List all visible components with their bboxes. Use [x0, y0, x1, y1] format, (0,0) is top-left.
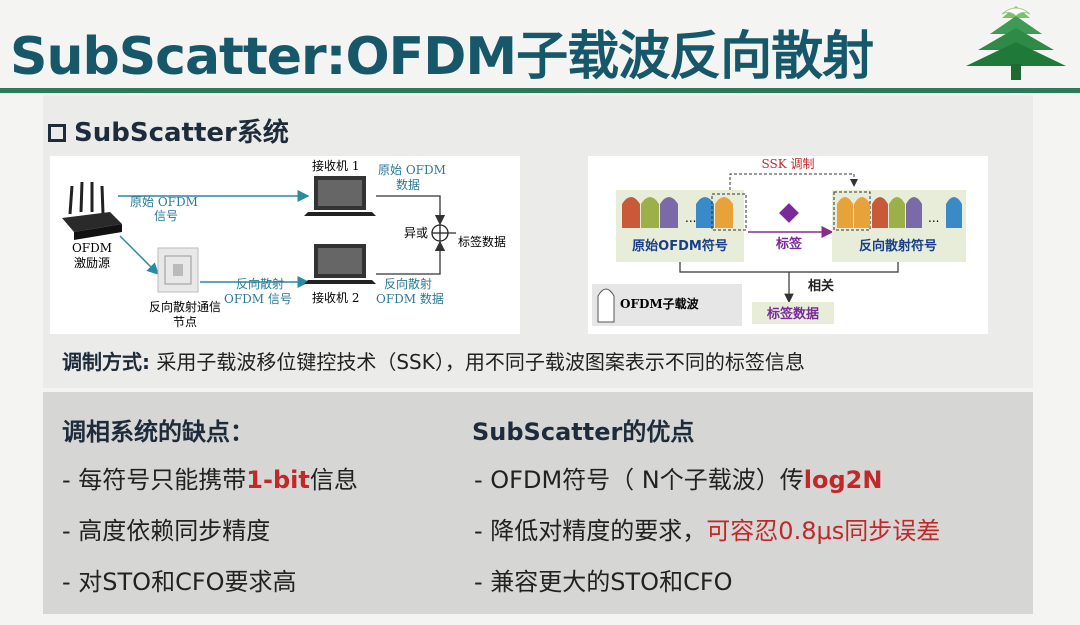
drawback-item-2: - 高度依赖同步精度	[62, 517, 271, 545]
correlate-bracket	[679, 262, 899, 273]
laptop-2-icon	[304, 244, 376, 284]
subcarrier-legend-icon	[597, 288, 615, 323]
ellipsis-2: ...	[928, 211, 939, 225]
comparison-panel	[43, 392, 1033, 614]
correlate-label: 相关	[808, 278, 834, 294]
xor-icon	[431, 224, 449, 242]
checkbox-bullet-icon	[48, 124, 66, 142]
xor-label: 异或	[404, 226, 428, 240]
ssk-arrow	[729, 173, 858, 190]
modulation-line: 调制方式: 采用子载波移位键控技术（SSK），用不同子载波图案表示不同的标签信息	[62, 346, 805, 375]
router-icon	[62, 181, 122, 240]
bs-signal-label-2: OFDM 信号	[224, 292, 292, 306]
original-symbol-label: 原始OFDM符号	[632, 238, 728, 254]
bs-signal-label: 反向散射	[236, 276, 284, 291]
backscatter-symbol-label: 反向散射符号	[859, 238, 937, 254]
advantage-item-2: - 降低对精度的要求，可容忍0.8μs同步误差	[474, 517, 941, 545]
ssk-label: SSK 调制	[761, 157, 814, 171]
tag-chip-icon	[779, 203, 799, 223]
orig-data-label: 原始 OFDM	[378, 163, 446, 177]
tag-data-box	[752, 302, 834, 324]
tag-data-label: 标签数据	[458, 234, 506, 249]
receiver-1-label: 接收机 1	[312, 158, 359, 173]
legend-label: OFDM子载波	[620, 296, 700, 311]
system-diagram: OFDM 激励源 原始 OFDM 信号 反向散射通信 节点 反向散射 OFDM …	[50, 156, 520, 334]
bs-data-label-2: OFDM 数据	[376, 291, 444, 306]
drawback-item-1: - 每符号只能携带1-bit信息	[62, 466, 358, 494]
tag-data-output: 标签数据	[766, 306, 819, 322]
ellipsis-1: ...	[685, 211, 696, 225]
advantages-title: SubScatter的优点	[472, 418, 695, 446]
modulation-label: 调制方式:	[62, 350, 150, 374]
advantage-item-1: - OFDM符号（ N个子载波）传log2N	[474, 466, 883, 494]
original-subcarriers: ...	[622, 193, 747, 231]
drawbacks-title: 调相系统的缺点：	[62, 418, 254, 446]
exciter-label: OFDM	[72, 241, 112, 255]
section-heading: SubScatter系统	[48, 112, 289, 149]
tag-node-label: 反向散射通信	[149, 299, 221, 314]
advantage-item-3: - 兼容更大的STO和CFO	[474, 568, 733, 596]
title-divider	[0, 88, 1080, 93]
arrow-to-tag	[119, 235, 160, 276]
tag-label: 标签	[775, 236, 803, 252]
ssk-diagram-svg: SSK 调制 ... 原始OFDM符号 标签 ...	[592, 157, 966, 326]
slide-title: SubScatter:OFDM子载波反向散射	[10, 27, 874, 87]
drawback-item-3: - 对STO和CFO要求高	[62, 568, 297, 596]
arrow-r1-xor	[376, 195, 446, 226]
university-logo-icon	[966, 6, 1066, 80]
orig-signal-label-2: 信号	[154, 209, 178, 223]
modulation-text: 采用子载波移位键控技术（SSK），用不同子载波图案表示不同的标签信息	[156, 350, 805, 374]
exciter-label-2: 激励源	[74, 256, 110, 270]
laptop-1-icon	[304, 176, 376, 216]
receiver-2-label: 接收机 2	[312, 290, 359, 305]
orig-data-label-2: 数据	[396, 177, 420, 192]
bs-data-label: 反向散射	[384, 276, 432, 291]
tag-node-icon	[157, 247, 199, 293]
backscatter-subcarriers: ...	[833, 191, 962, 231]
legend-box	[592, 284, 742, 326]
arrow-r2-xor	[376, 240, 446, 275]
tag-node-label-2: 节点	[173, 315, 197, 329]
orig-signal-label: 原始 OFDM	[130, 195, 198, 209]
system-diagram-svg: OFDM 激励源 原始 OFDM 信号 反向散射通信 节点 反向散射 OFDM …	[62, 158, 506, 329]
ssk-diagram: SSK 调制 ... 原始OFDM符号 标签 ...	[588, 156, 988, 334]
